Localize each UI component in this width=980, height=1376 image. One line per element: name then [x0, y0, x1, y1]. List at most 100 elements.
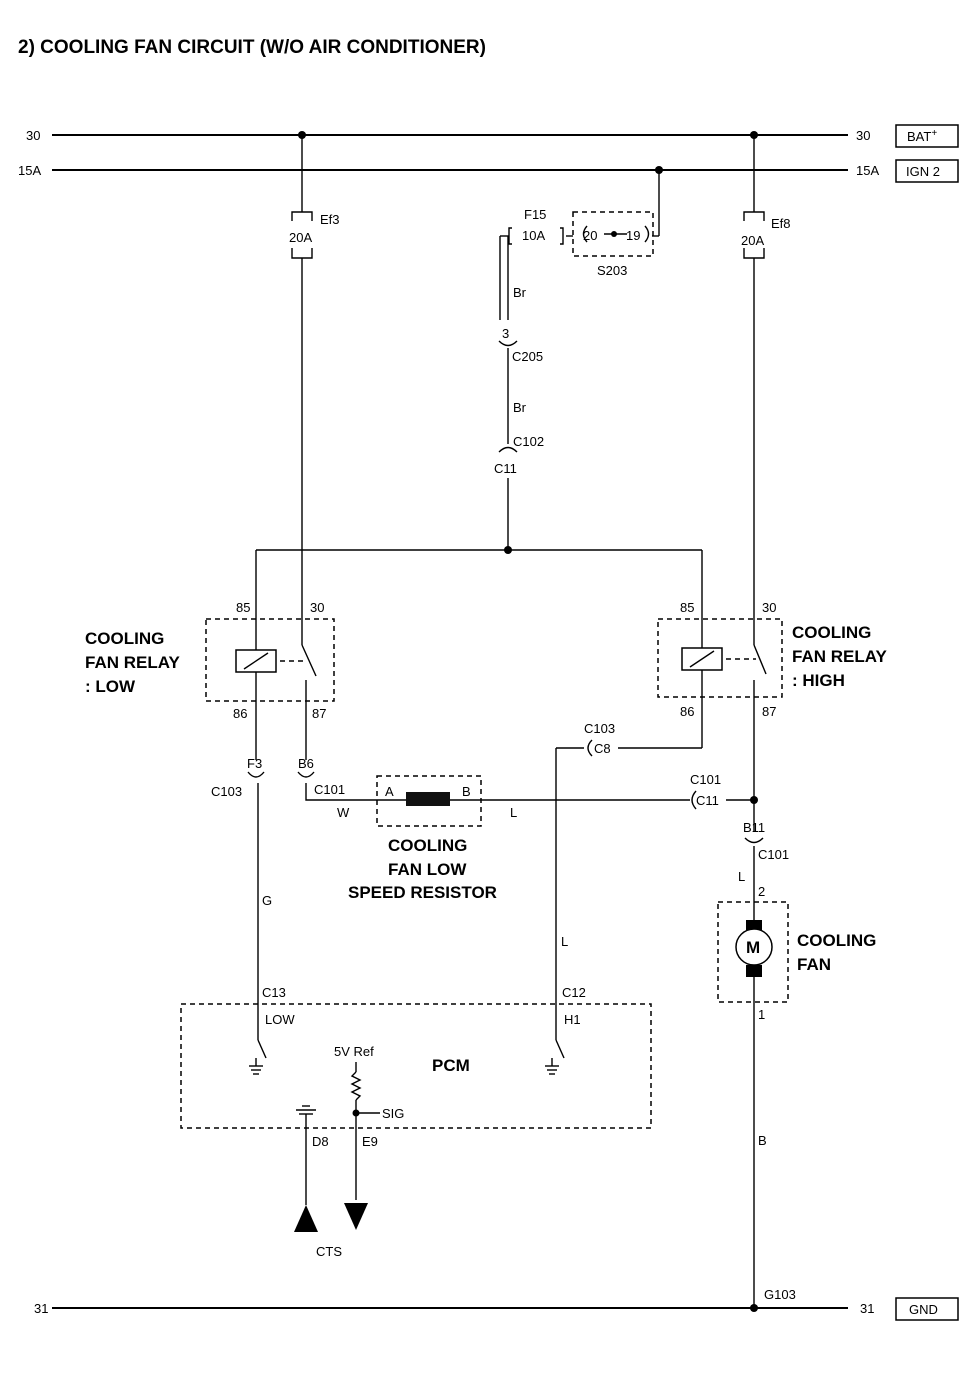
- fan-pin-1: 1: [758, 1007, 765, 1022]
- fan-pin-2: 2: [758, 884, 765, 899]
- pcm-c13: C13: [262, 985, 286, 1000]
- relay-low-label-3: : LOW: [85, 677, 136, 696]
- ign-terminal-label: IGN 2: [906, 164, 940, 179]
- relay-high-pin-87: 87: [762, 704, 776, 719]
- low-speed-resistor: A B L COOLING FAN LOW SPEED RESISTOR: [348, 775, 690, 902]
- pcm-h1: H1: [564, 1012, 581, 1027]
- relay-low-pin-30: 30: [310, 600, 324, 615]
- relay-low-pin-86: 86: [233, 706, 247, 721]
- c8-pin: C8: [594, 741, 611, 756]
- bat-rail: 30 30 BAT+: [26, 124, 959, 148]
- c205-pin: 3: [502, 326, 509, 341]
- bat-rail-right-label: 30: [856, 128, 870, 143]
- f3-pin: F3: [247, 756, 262, 771]
- resistor-pin-a: A: [385, 784, 394, 799]
- fuse-ef3-name: Ef3: [320, 212, 340, 227]
- cts-arrow-down: [344, 1203, 368, 1230]
- fuse-f15: 20 19 S203 10A F15 Br: [499, 170, 660, 320]
- c101-b6-name: C101: [314, 782, 345, 797]
- fuse-ef3: 20A Ef3: [289, 135, 340, 620]
- fuse-ef8-rating: 20A: [741, 233, 764, 248]
- relay-low-pin-85: 85: [236, 600, 250, 615]
- wire-color-br-1: Br: [513, 285, 527, 300]
- wire-color-g: G: [262, 893, 272, 908]
- relay-high-box: [657, 618, 783, 698]
- wire-color-l-pcm: L: [561, 934, 568, 949]
- connector-c103-c8: C103 C8 L: [555, 721, 702, 1040]
- b11-pin: B11: [743, 820, 765, 835]
- splice-s203-box: [572, 211, 654, 257]
- c101-c11-name: C101: [690, 772, 721, 787]
- resistor-label-2: FAN LOW: [388, 860, 467, 879]
- pcm-low: LOW: [265, 1012, 295, 1027]
- relay-high: 85 30 86 87 COOLING FAN RELAY : HIGH: [657, 600, 887, 800]
- ground-junction: [750, 1304, 758, 1312]
- wire-color-l-resistor: L: [510, 805, 517, 820]
- s203-pin-a: 20: [583, 228, 597, 243]
- pcm-label: PCM: [432, 1056, 470, 1075]
- cts-sensor-reference: CTS: [294, 1203, 368, 1259]
- motor-symbol: M: [746, 938, 760, 957]
- c102-pin: C11: [494, 461, 517, 476]
- ground-g103: G103: [764, 1287, 796, 1302]
- gnd-rail-left-label: 31: [34, 1301, 48, 1316]
- s203-name: S203: [597, 263, 627, 278]
- relay-high-pin-85: 85: [680, 600, 694, 615]
- fuse-ef3-rating: 20A: [289, 230, 312, 245]
- relay-high-label-3: : HIGH: [792, 671, 845, 690]
- gnd-rail-right-label: 31: [860, 1301, 874, 1316]
- relay-low-label-1: COOLING: [85, 629, 164, 648]
- connector-c205: 3 C205 Br: [498, 326, 543, 444]
- ign-rail: 15A 15A IGN 2: [18, 159, 959, 183]
- brush-bottom: [746, 965, 762, 977]
- resistor-label-3: SPEED RESISTOR: [348, 883, 497, 902]
- pcm-e9: E9: [362, 1134, 378, 1149]
- fuse-f15-name: F15: [524, 207, 546, 222]
- c102-name: C102: [513, 434, 544, 449]
- c103-c8-name: C103: [584, 721, 615, 736]
- gnd-terminal-box: [895, 1297, 959, 1321]
- pcm-sig: SIG: [382, 1106, 404, 1121]
- junction-dot: [504, 546, 512, 554]
- relay-high-pin-86: 86: [680, 704, 694, 719]
- relay-high-label-1: COOLING: [792, 623, 871, 642]
- diagram-title: 2) COOLING FAN CIRCUIT (W/O AIR CONDITIO…: [18, 37, 486, 58]
- fan-label-2: FAN: [797, 955, 831, 974]
- relay-feed-bus: [255, 546, 703, 620]
- pcm-box: [180, 1003, 652, 1129]
- fuse-ef8: 20A Ef8: [741, 135, 791, 615]
- cts-label: CTS: [316, 1244, 342, 1259]
- ign-rail-left-label: 15A: [18, 163, 41, 178]
- relay-low-label-2: FAN RELAY: [85, 653, 180, 672]
- b6-pin: B6: [298, 756, 314, 771]
- c205-name: C205: [512, 349, 543, 364]
- connector-c101-b6: B6 C101 W: [297, 756, 408, 820]
- wire-color-l-fan: L: [738, 869, 745, 884]
- ign-rail-right-label: 15A: [856, 163, 879, 178]
- fan-label-1: COOLING: [797, 931, 876, 950]
- wire-color-w: W: [337, 805, 350, 820]
- wire-color-b: B: [758, 1133, 767, 1148]
- bat-terminal-label: BAT+: [907, 128, 937, 144]
- wire-color-br-2: Br: [513, 400, 527, 415]
- c11-pin: C11: [696, 793, 719, 808]
- relay-high-label-2: FAN RELAY: [792, 647, 887, 666]
- relay-low-pin-87: 87: [312, 706, 326, 721]
- connector-c101-b11: B11 C101 L: [738, 800, 789, 920]
- connector-c101-c11: C101 C11: [690, 772, 758, 810]
- c101-b11-name: C101: [758, 847, 789, 862]
- resistor-element: [406, 792, 450, 806]
- pcm-c12: C12: [562, 985, 586, 1000]
- brush-top: [746, 920, 762, 930]
- ign-terminal-box: [895, 159, 959, 183]
- resistor-box: [376, 775, 482, 827]
- relay-low: 85 30 86 87 COOLING FAN RELAY : LOW: [85, 600, 335, 760]
- bat-terminal-box: [895, 124, 959, 148]
- fuse-ef8-name: Ef8: [771, 216, 791, 231]
- bat-rail-left-label: 30: [26, 128, 40, 143]
- relay-high-pin-30: 30: [762, 600, 776, 615]
- pcm: PCM C13 LOW C12 H1 5V Ref SIG E9 D8: [180, 985, 652, 1205]
- splice-dot: [611, 231, 617, 237]
- resistor-label-1: COOLING: [388, 836, 467, 855]
